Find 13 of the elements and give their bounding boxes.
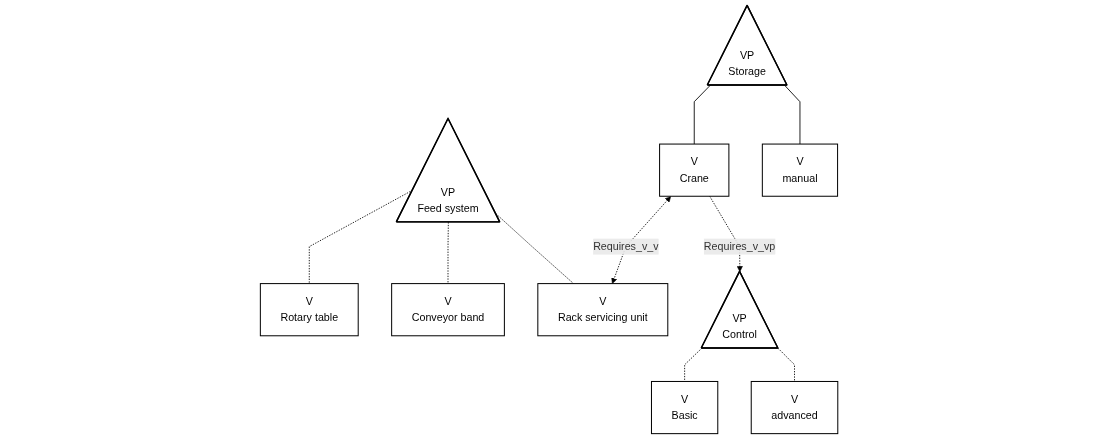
connector: [448, 221, 450, 285]
node-box: V Rack servicing unit: [537, 283, 669, 337]
node-box: V Rotary table: [260, 283, 360, 337]
node-box: V advanced: [751, 380, 839, 435]
node-box: V manual: [762, 143, 839, 197]
node-box: V Crane: [659, 143, 730, 197]
edge-label: Requires_v_v: [593, 240, 660, 252]
node-box: V Conveyor band: [391, 283, 506, 337]
connector: [784, 84, 801, 145]
connector: [778, 347, 796, 382]
edge-label: Requires_v_vp: [704, 240, 776, 252]
connector: [684, 347, 703, 382]
node-box: V Basic: [651, 380, 719, 435]
